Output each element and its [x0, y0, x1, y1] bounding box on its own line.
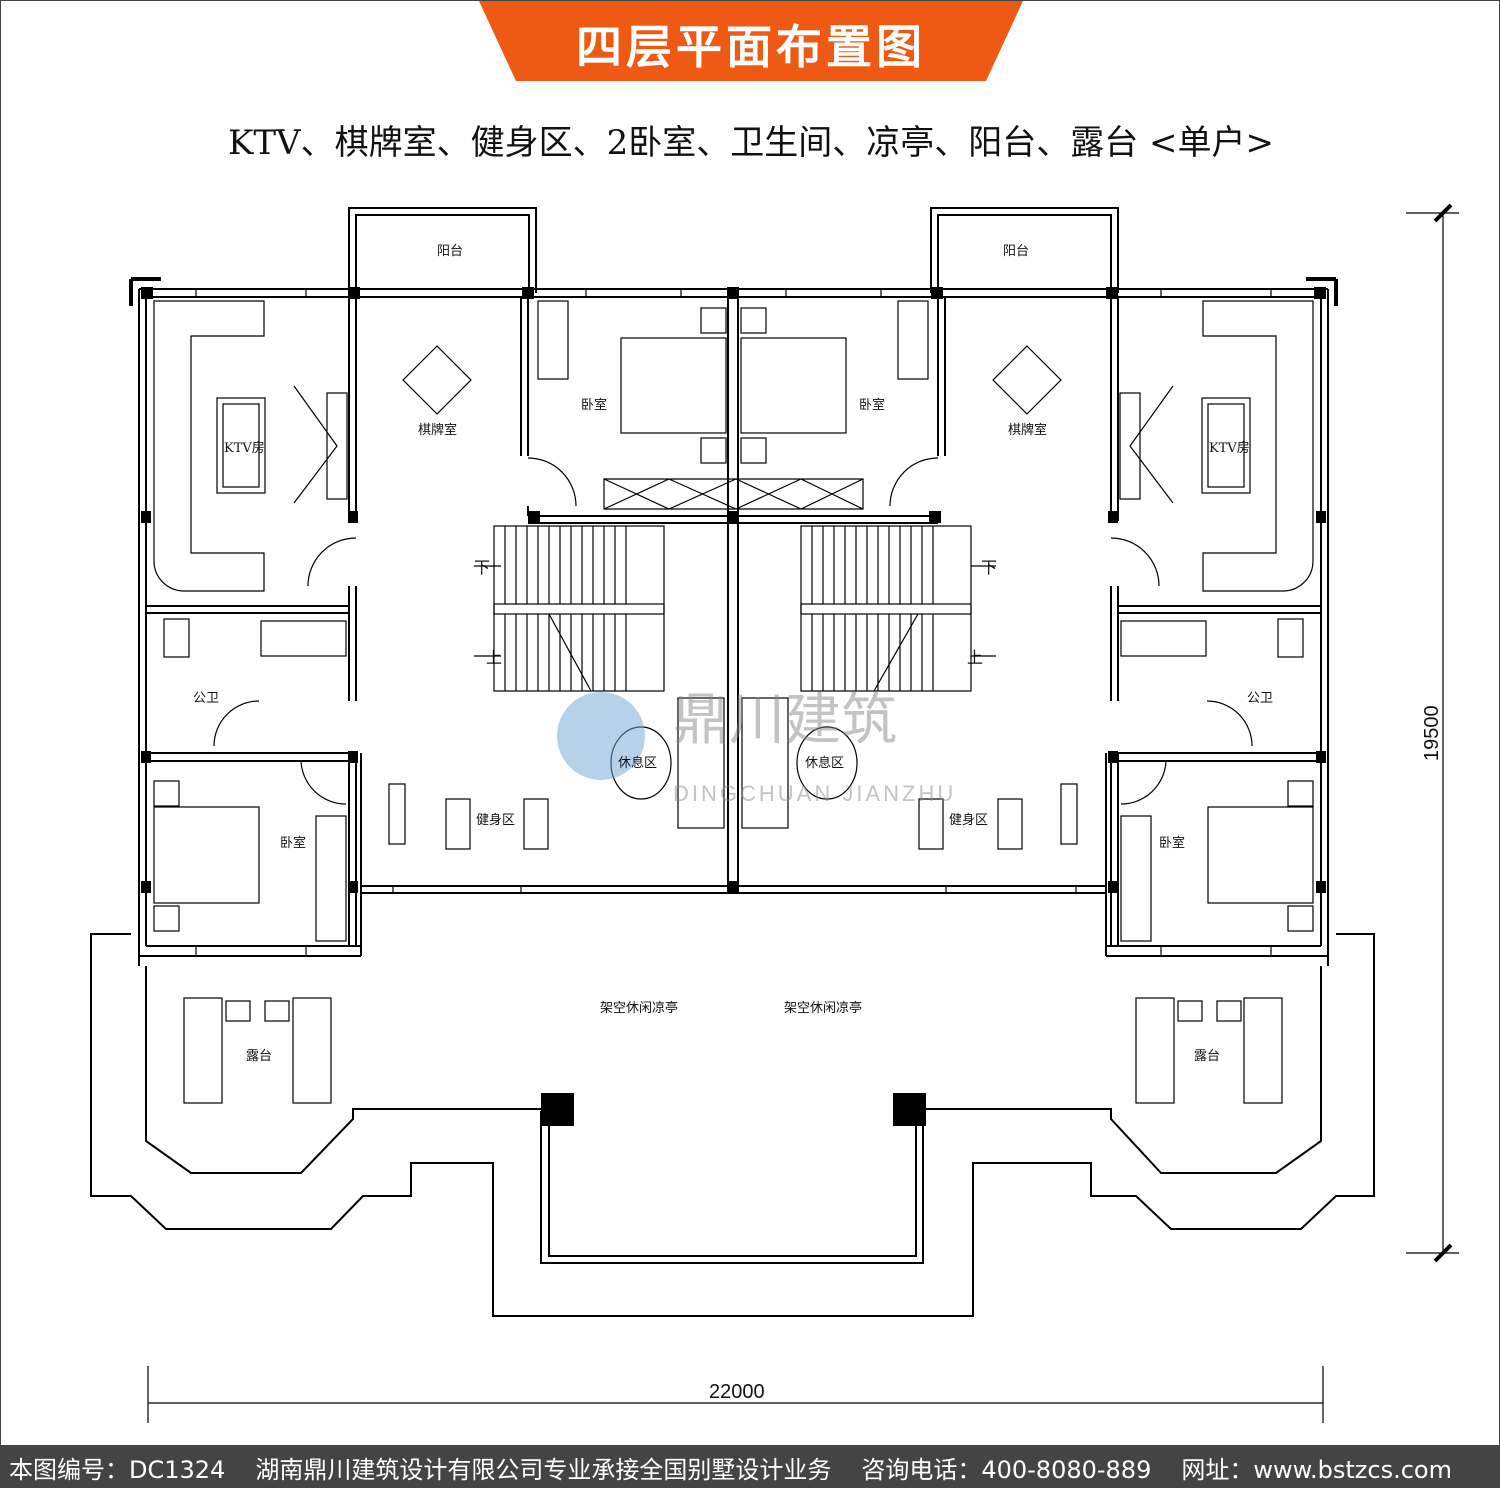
watermark-en: DINGCHUAN JIANZHU [673, 781, 956, 806]
drawing-number: 本图编号：DC1324 [9, 1455, 226, 1484]
label-bath-left: 公卫 [193, 691, 219, 706]
label-down-right: 下 [981, 558, 997, 577]
page-subtitle: KTV、棋牌室、健身区、2卧室、卫生间、凉亭、阳台、露台 <单户> [227, 123, 1275, 163]
website-link[interactable]: 网址：www.bstzcs.com [1181, 1455, 1452, 1484]
label-down-left: 下 [474, 558, 490, 577]
dimension-height: 19500 [1421, 705, 1443, 761]
label-pavilion-right: 架空休闲凉亭 [784, 1000, 862, 1016]
label-pavilion-left: 架空休闲凉亭 [600, 1000, 678, 1016]
company-info: 湖南鼎川建筑设计有限公司专业承接全国别墅设计业务 [255, 1455, 832, 1484]
label-balcony-left: 阳台 [437, 244, 463, 259]
walls [129, 207, 1338, 966]
footer-bar: 本图编号：DC1324 湖南鼎川建筑设计有限公司专业承接全国别墅设计业务 咨询电… [1, 1445, 1499, 1487]
label-bedroom-4: 卧室 [1159, 835, 1185, 851]
label-ktv-left: KTV房 [224, 440, 265, 456]
terrace-outline [90, 933, 1375, 1317]
dimension-lines: 19500 22000 [147, 203, 1459, 1423]
phone-number: 咨询电话：400-8080-889 [861, 1455, 1152, 1484]
label-terrace-left: 露台 [246, 1049, 272, 1064]
watermark-cn: 鼎川建筑 [673, 688, 897, 753]
page-title: 四层平面布置图 [576, 20, 926, 74]
label-bedroom-3: 卧室 [280, 835, 306, 851]
stairs [474, 478, 996, 692]
label-up-left: 上 [486, 648, 502, 667]
floor-plan-drawing: 鼎川建筑 DINGCHUAN JIANZHU 阳台 阳台 棋牌室 棋牌室 卧室 … [90, 203, 1459, 1423]
label-balcony-right: 阳台 [1003, 244, 1029, 259]
furniture [153, 300, 1314, 1104]
label-ktv-right: KTV房 [1209, 440, 1250, 456]
label-bath-right: 公卫 [1247, 691, 1273, 706]
room-labels: 阳台 阳台 棋牌室 棋牌室 卧室 卧室 卧室 卧室 KTV房 KTV房 下 上 … [193, 244, 1273, 1064]
label-lounge-right: 休息区 [805, 755, 844, 771]
label-bedroom-1: 卧室 [581, 397, 607, 413]
label-up-right: 上 [967, 648, 983, 667]
label-bedroom-2: 卧室 [859, 397, 885, 413]
label-gym-left: 健身区 [476, 812, 515, 828]
label-gym-right: 健身区 [949, 812, 988, 828]
dimension-width: 22000 [709, 1381, 765, 1403]
label-terrace-right: 露台 [1194, 1049, 1220, 1064]
label-chess-right: 棋牌室 [1008, 422, 1047, 438]
title-banner [479, 1, 1023, 81]
label-chess-left: 棋牌室 [418, 422, 457, 438]
label-lounge-left: 休息区 [618, 755, 657, 771]
watermark: 鼎川建筑 DINGCHUAN JIANZHU [557, 688, 956, 806]
